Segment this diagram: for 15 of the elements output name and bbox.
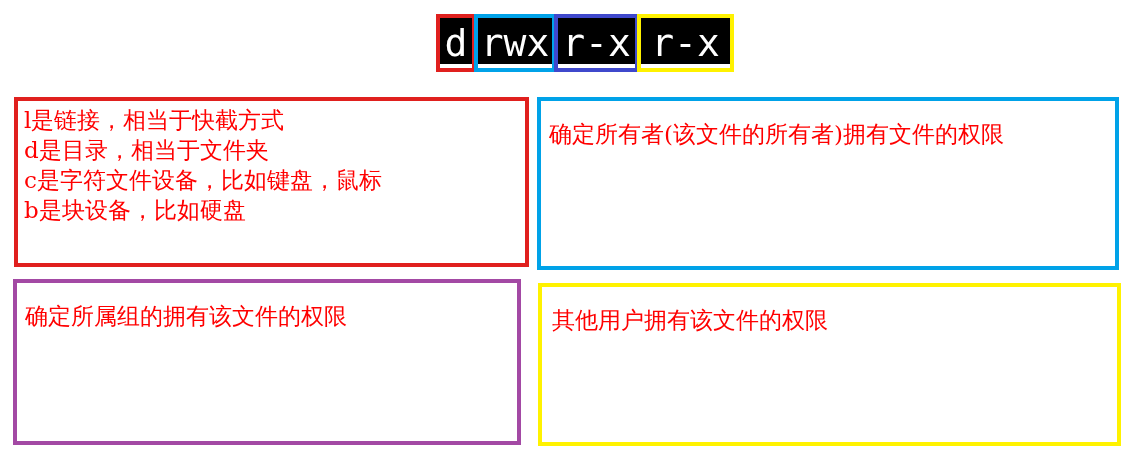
permission-segment-box: r-x [637,14,734,72]
permission-segment-box: d [436,14,476,72]
description-text: c是字符文件设备，比如键盘，鼠标 [24,166,383,195]
description-text: l是链接，相当于快截方式 [24,106,286,135]
description-text: b是块设备，比如硬盘 [24,196,247,225]
description-box [538,283,1121,446]
description-box [537,97,1119,270]
description-text: 其他用户拥有该文件的权限 [552,306,829,335]
description-text: 确定所有者(该文件的所有者)拥有文件的权限 [549,120,1005,149]
permission-segment-box: rwx [474,14,556,72]
description-box [13,279,521,445]
description-box [14,97,529,267]
permission-segment-box: r-x [554,14,639,72]
description-text: d是目录，相当于文件夹 [24,136,270,165]
description-text: 确定所属组的拥有该文件的权限 [25,302,348,331]
